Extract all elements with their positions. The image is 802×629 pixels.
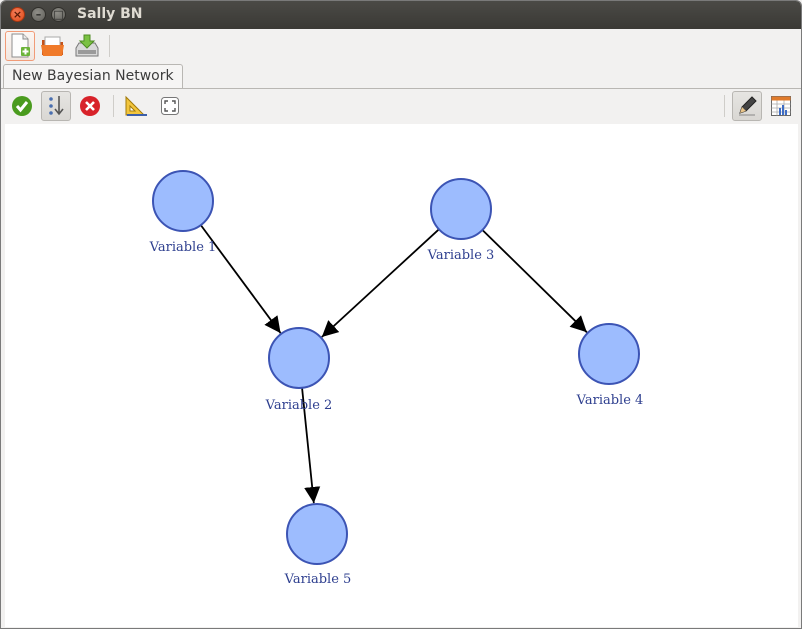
- window-title: Sally BN: [77, 6, 143, 22]
- toolbar-separator: [724, 95, 725, 117]
- network-canvas[interactable]: Variable 1 Variable 2 Variable 3 Variable 4…: [5, 124, 798, 627]
- sort-down-icon: [49, 96, 64, 116]
- node-v1[interactable]: Variable 1: [149, 170, 217, 255]
- edge-v3-v4[interactable]: [481, 229, 588, 333]
- new-network-button[interactable]: [5, 31, 35, 61]
- save-download-icon: [75, 34, 99, 57]
- tab-new-bayesian-network[interactable]: New Bayesian Network: [3, 64, 183, 88]
- check-icon: [12, 96, 32, 116]
- network-graph[interactable]: Variable 1 Variable 2 Variable 3 Variable 4…: [5, 124, 798, 627]
- open-folder-icon: [41, 36, 64, 56]
- minimize-icon: –: [35, 8, 42, 21]
- minimize-window-button[interactable]: –: [31, 7, 46, 22]
- edge-v1-v2[interactable]: [200, 224, 282, 334]
- tab-bar: New Bayesian Network: [1, 63, 801, 89]
- node-circle[interactable]: [286, 503, 348, 565]
- delete-button[interactable]: [75, 91, 105, 121]
- title-bar: × – □ Sally BN: [1, 1, 801, 29]
- fit-view-icon: [161, 97, 179, 115]
- node-circle[interactable]: [152, 170, 214, 232]
- node-label: Variable 2: [265, 398, 333, 413]
- new-document-icon: [11, 33, 30, 58]
- node-label: Variable 5: [284, 572, 352, 587]
- save-button[interactable]: [72, 31, 102, 61]
- pencil-edit-icon: [739, 96, 757, 116]
- node-circle[interactable]: [268, 327, 330, 389]
- toolbar-separator: [113, 95, 114, 117]
- node-label: Variable 3: [427, 248, 495, 263]
- node-label: Variable 4: [576, 393, 644, 408]
- node-v4[interactable]: Variable 4: [576, 323, 644, 408]
- fit-view-button[interactable]: [155, 91, 185, 121]
- delete-icon: [80, 96, 100, 116]
- node-label: Variable 1: [149, 240, 217, 255]
- node-v3[interactable]: Variable 3: [427, 178, 495, 263]
- node-v5[interactable]: Variable 5: [284, 503, 352, 587]
- close-window-button[interactable]: ×: [10, 7, 25, 22]
- maximize-window-button[interactable]: □: [51, 7, 66, 22]
- network-toolbar: [1, 89, 801, 123]
- close-icon: ×: [12, 8, 23, 21]
- validate-button[interactable]: [7, 91, 37, 121]
- inference-table-button[interactable]: [766, 91, 796, 121]
- toolbar-separator: [109, 35, 110, 57]
- maximize-icon: □: [53, 8, 64, 21]
- edge-v3-v2[interactable]: [321, 228, 440, 338]
- layout-button[interactable]: [121, 91, 151, 121]
- table-chart-icon: [771, 96, 791, 116]
- sort-button[interactable]: [41, 91, 71, 121]
- main-toolbar: [1, 29, 801, 63]
- layout-ruler-icon: [125, 95, 147, 116]
- node-v2[interactable]: Variable 2: [265, 327, 333, 413]
- edit-mode-button[interactable]: [732, 91, 762, 121]
- node-circle[interactable]: [578, 323, 640, 385]
- open-button[interactable]: [38, 31, 68, 61]
- edge-v2-v5[interactable]: [301, 387, 321, 504]
- node-circle[interactable]: [430, 178, 492, 240]
